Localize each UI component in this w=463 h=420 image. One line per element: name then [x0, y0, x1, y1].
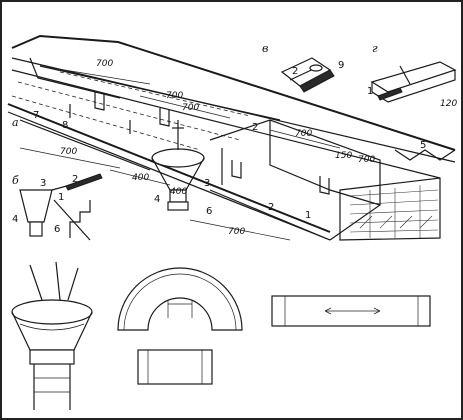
gutter-front-edge [7, 103, 331, 233]
detail-b [19, 173, 103, 241]
dim-400-2: 400 [170, 187, 187, 197]
dim-700-1: 700 [96, 59, 113, 69]
funnel-detail [11, 261, 93, 410]
bracket-3 [231, 160, 242, 179]
callout-b-3: 3 [40, 178, 46, 189]
small-sheet [137, 349, 213, 385]
long-strip-pattern [271, 295, 431, 327]
callout-b-2: 2 [72, 174, 78, 185]
callout-v-9: 9 [338, 60, 344, 71]
roof-edge-3 [11, 69, 441, 179]
brick-wall [339, 177, 441, 241]
callout-b-4: 4 [12, 214, 18, 225]
wall-box-inner [269, 120, 381, 206]
callout-5: 5 [420, 140, 426, 151]
callout-4: 4 [154, 194, 160, 205]
dim-700-5: 700 [228, 227, 245, 237]
gutter-bottom-edge [19, 119, 151, 171]
callout-b-6: 6 [54, 224, 60, 235]
hidden-line-3 [11, 95, 201, 151]
hidden-line-2 [17, 81, 241, 141]
dim-400-1: 400 [132, 173, 149, 183]
roof-tiles [394, 149, 456, 161]
panel-label-a: а [12, 116, 19, 129]
hidden-line-1 [59, 71, 251, 117]
gutter-front-edge-2 [7, 111, 331, 241]
callout-8: 8 [62, 120, 68, 131]
dim-700-4: 700 [60, 147, 77, 157]
detail-v [280, 57, 335, 93]
callout-a-2: 2 [252, 122, 258, 133]
gutter-inner-left [29, 57, 121, 99]
wall-box [209, 119, 381, 241]
gutter-bottom-edge-right [209, 189, 331, 241]
dim-700-7: 700 [358, 155, 375, 165]
bracket-1 [94, 92, 105, 111]
gutter-inner [39, 65, 281, 121]
dim-150: 150 [335, 151, 352, 161]
dimension-lines [19, 65, 341, 241]
dim-700-2: 700 [166, 91, 183, 101]
callout-g-1: 1 [367, 86, 373, 97]
half-ring-pattern [117, 267, 243, 331]
dim-700-3: 700 [182, 103, 199, 113]
panel-label-b: б [12, 174, 19, 187]
bracket-2 [159, 108, 170, 127]
callout-v-2: 2 [292, 66, 298, 77]
funnel [151, 120, 205, 211]
dim-700-6: 700 [295, 129, 312, 139]
dim-120: 120 [440, 99, 457, 109]
callout-7: 7 [33, 110, 39, 121]
gutter-assembly [7, 34, 456, 241]
panel-label-v: в [262, 42, 268, 55]
callout-2-bottom: 2 [268, 202, 274, 213]
callout-6: 6 [206, 206, 212, 217]
detail-g [370, 61, 457, 103]
callout-3: 3 [204, 178, 210, 189]
bracket-4 [319, 176, 330, 195]
roof-top-edge [11, 34, 456, 151]
callout-1: 1 [305, 210, 311, 221]
callout-b-1: 1 [58, 192, 64, 203]
panel-label-g: г [372, 42, 378, 55]
